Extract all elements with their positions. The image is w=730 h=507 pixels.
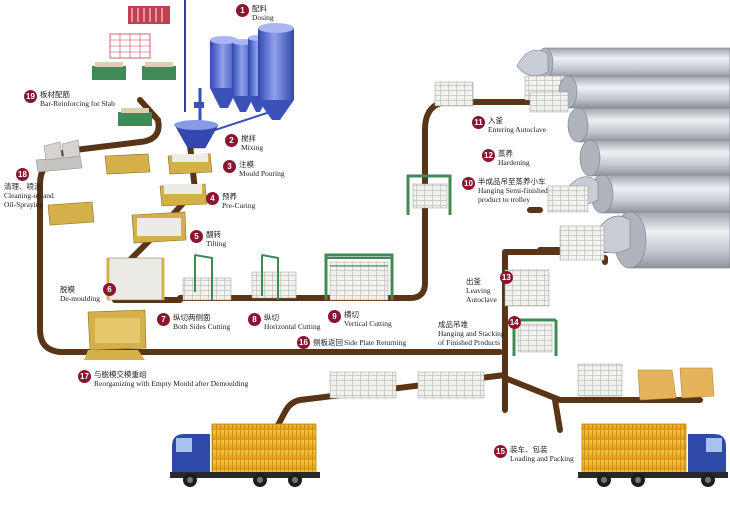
step-13-zh: 出釜: [466, 277, 481, 286]
step-5-zh: 翻转: [206, 230, 221, 239]
step-14-en-2: of Finished Products: [438, 338, 501, 347]
step-4-en: Pre-Curing: [222, 201, 256, 210]
autoclave-3: [567, 107, 730, 143]
step-11-zh: 入釜: [488, 116, 503, 125]
step-16-en: Side Plate Returning: [344, 338, 407, 347]
step-3-en: Mould Pouring: [239, 169, 285, 178]
step-9-zh: 横切: [344, 310, 359, 319]
step-4-zh: 预养: [222, 192, 237, 201]
step-6-en: De-moulding: [60, 294, 100, 303]
mixer: [174, 120, 219, 149]
step-7-en: Both Sides Cutting: [173, 322, 231, 331]
step-15-number: 15: [494, 445, 507, 458]
step-12-number: 12: [482, 149, 495, 162]
step-13-en-2: Autoclave: [466, 295, 497, 304]
step-14-number: 14: [507, 316, 521, 329]
step-11-number: 11: [472, 116, 485, 129]
step-3-number: 3: [223, 160, 236, 173]
step-10-number: 10: [462, 177, 475, 190]
step-10-zh: 半成品吊至蒸养小车: [478, 177, 546, 186]
step-18-number: 18: [16, 168, 29, 181]
step-19-en: Bar-Reinforcing for Slab: [40, 99, 115, 108]
autoclave-4: [579, 139, 730, 177]
step-6-zh: 脱模: [60, 285, 75, 294]
step-2-zh: 搅拌: [241, 134, 256, 143]
autoclave-bank: [516, 47, 730, 269]
step-10-en-2: product to trolley: [478, 195, 531, 204]
step-18-en-2: Oil-Spraying: [4, 200, 44, 209]
step-1-en: Dosing: [252, 13, 274, 22]
step-13-number: 13: [499, 271, 513, 284]
step-5-en: Tilting: [206, 239, 227, 248]
step-6-number: 6: [103, 283, 116, 296]
step-7-zh: 纵切两侧面: [173, 313, 211, 322]
step-9-number: 9: [328, 310, 341, 323]
rebar-station: [92, 6, 176, 126]
step-17-zh: 与脱模交模重组: [94, 370, 147, 379]
step-18-zh: 清理、喷油: [4, 182, 42, 191]
step-7-number: 7: [157, 313, 170, 326]
step-2-en: Mixing: [241, 143, 264, 152]
mould-line: [35, 139, 213, 360]
step-17-number: 17: [78, 370, 91, 383]
step-16-number: 16: [297, 336, 310, 349]
truck-left: [170, 423, 320, 487]
semi-finished-trolley: [406, 81, 474, 215]
cutting-section: [182, 253, 394, 301]
step-8-number: 8: [248, 313, 261, 326]
step-12-zh: 蒸养: [498, 149, 513, 158]
truck-right: [578, 423, 728, 487]
step-9-en: Vertical Cutting: [344, 319, 392, 328]
dosing-plant: [184, 0, 294, 131]
stacking-area: [329, 269, 715, 401]
step-14-en: Hanging and Stacking: [438, 329, 505, 338]
autoclave-2: [529, 75, 730, 113]
step-18-en: Cleaning-up and: [4, 191, 54, 200]
step-2-number: 2: [225, 134, 238, 147]
autoclave-6: [559, 211, 730, 269]
step-15-en: Loading and Packing: [510, 454, 574, 463]
step-14-zh: 成品吊堆: [438, 320, 468, 329]
step-10-en: Hanging Semi-finished: [478, 186, 548, 195]
step-1-number: 1: [236, 4, 249, 17]
step-11-en: Entering Autoclave: [488, 125, 547, 134]
step-19-number: 19: [24, 90, 37, 103]
step-1-zh: 配料: [252, 4, 267, 13]
step-16-zh: 侧板返回: [313, 338, 343, 347]
step-5-number: 5: [190, 230, 203, 243]
step-3-zh: 注模: [239, 160, 254, 169]
step-17-en: Reorganizing with Empty Mould after Demo…: [94, 379, 249, 388]
autoclave-5: [547, 174, 730, 214]
step-15-zh: 装车、包装: [510, 445, 548, 454]
step-8-en: Horizontal Cutting: [264, 322, 321, 331]
step-12-en: Hardening: [498, 158, 530, 167]
step-19-zh: 板材配筋: [40, 90, 70, 99]
step-13-en: Leaving: [466, 286, 491, 295]
step-4-number: 4: [206, 192, 219, 205]
step-8-zh: 纵切: [264, 313, 279, 322]
